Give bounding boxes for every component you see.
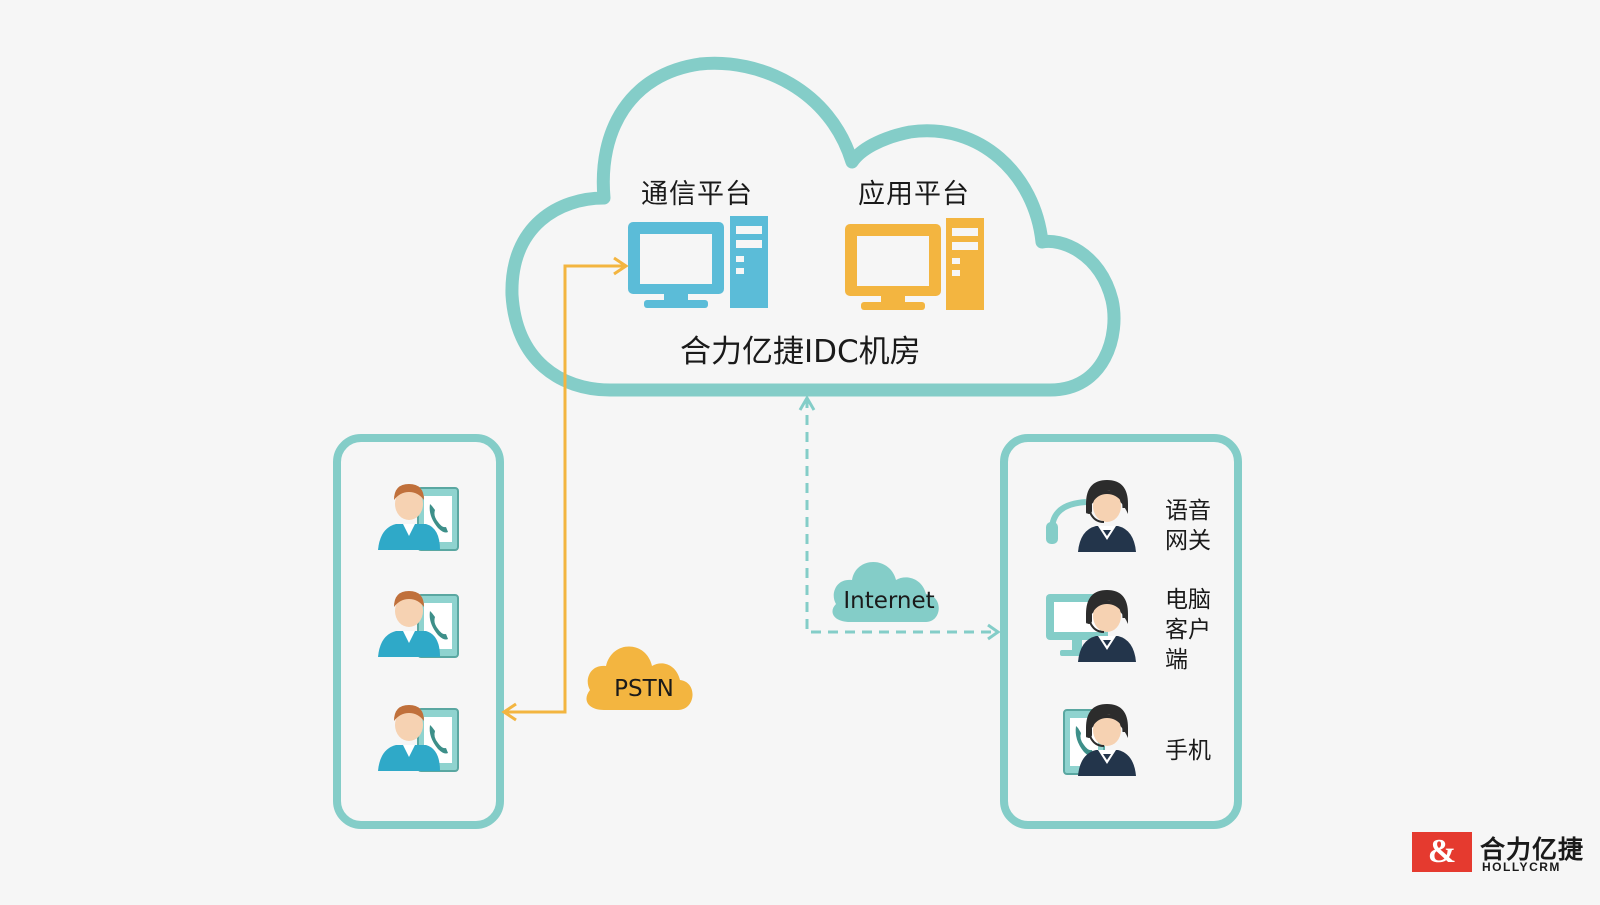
idc-label: 合力亿捷IDC机房 xyxy=(680,334,921,370)
logo-en-text: HOLLYCRM xyxy=(1482,860,1561,874)
mobile-label: 手机 xyxy=(1165,738,1211,764)
handset-icon xyxy=(1046,499,1087,544)
app-platform-computer-icon xyxy=(845,218,984,310)
pc-client-label: 电脑 客户 端 xyxy=(1165,587,1211,673)
comm-platform-computer-icon xyxy=(628,216,768,308)
arrow-left-icon xyxy=(501,702,517,722)
voice-gateway-label: 语音 网关 xyxy=(1165,498,1211,554)
comm-platform-label: 通信平台 xyxy=(641,179,753,210)
pstn-cloud-icon xyxy=(586,646,693,710)
internet-label: Internet xyxy=(843,588,935,614)
agents-box xyxy=(1000,434,1242,829)
brand-logo: & 合力亿捷 HOLLYCRM xyxy=(1412,832,1587,880)
arrow-up-icon xyxy=(798,395,816,411)
pstn-connection-line xyxy=(504,264,626,714)
app-platform-label: 应用平台 xyxy=(858,179,970,210)
logo-mark: & xyxy=(1412,832,1472,872)
arrow-right-icon xyxy=(613,256,629,276)
internet-cloud-icon xyxy=(832,562,939,622)
pstn-label: PSTN xyxy=(614,676,674,702)
logo-cn-text: 合力亿捷 xyxy=(1480,835,1585,864)
arrow-right-icon xyxy=(987,623,1001,641)
internet-connection-line xyxy=(805,398,998,634)
